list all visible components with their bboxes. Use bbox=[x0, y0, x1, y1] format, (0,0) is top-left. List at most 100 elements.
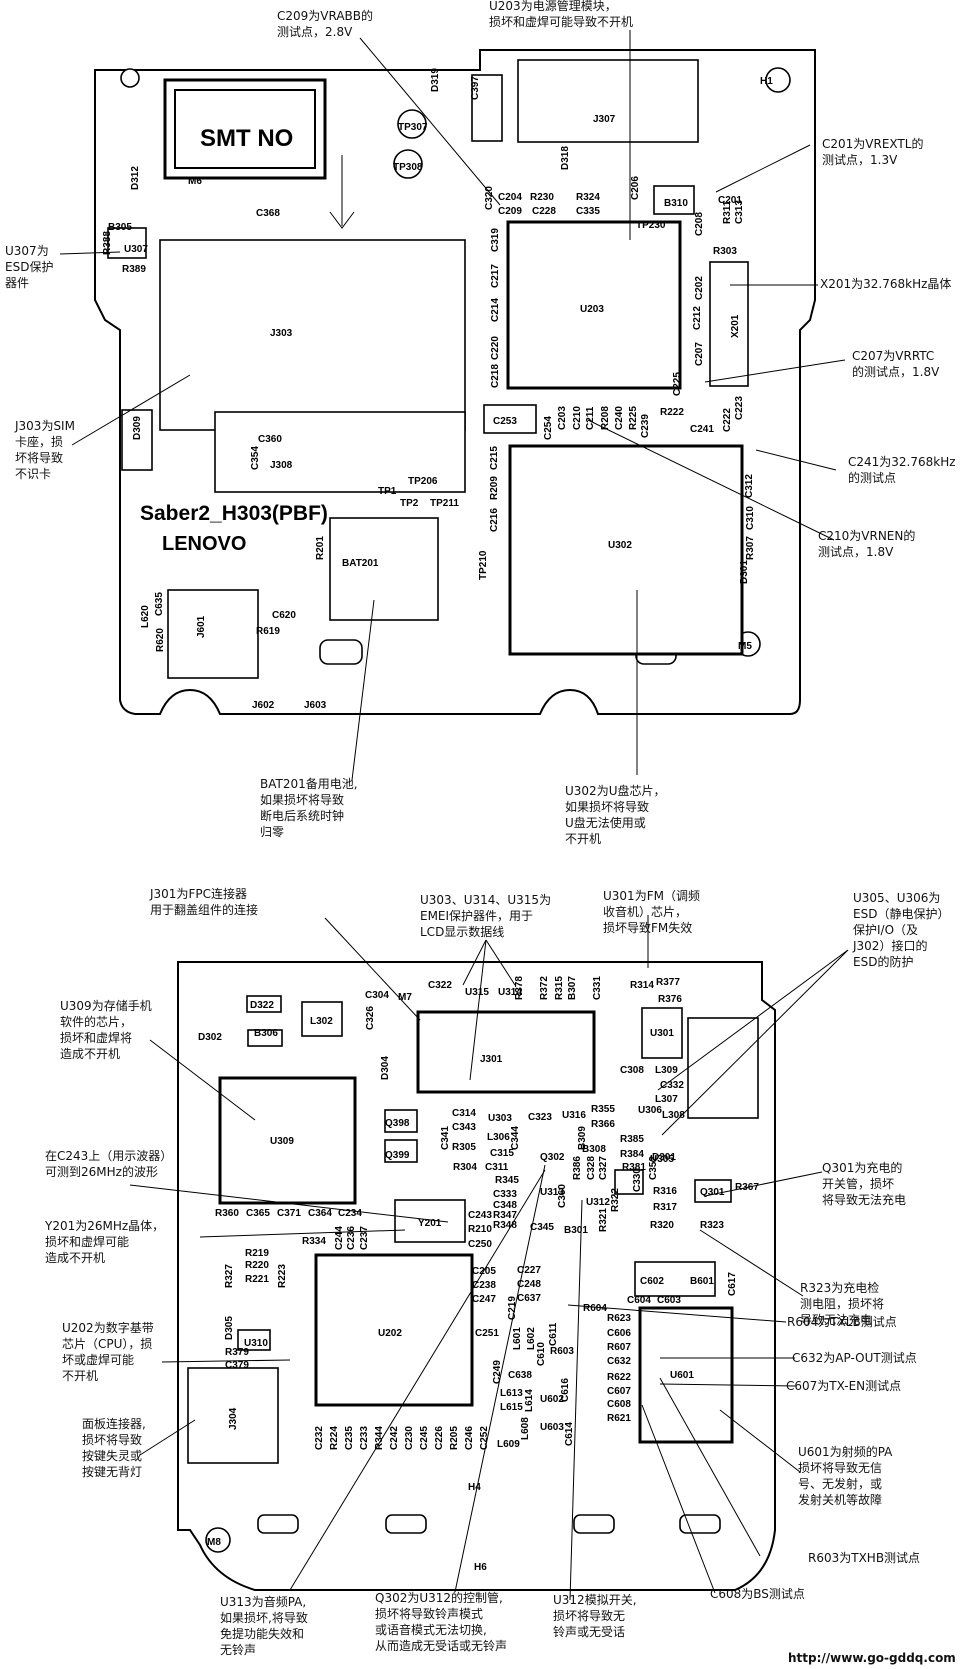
X201-crystal bbox=[709, 261, 749, 387]
component-label-r619: R619 bbox=[256, 626, 280, 637]
component-label-c206: C206 bbox=[630, 176, 641, 200]
component-label-c620: C620 bbox=[272, 610, 296, 621]
annotation-line: ESD保护 bbox=[5, 260, 53, 274]
component-label-c635: C635 bbox=[154, 592, 165, 616]
component-label-j303: J303 bbox=[270, 328, 293, 339]
component-label-l614: L614 bbox=[524, 1389, 535, 1412]
component-label-u301: U301 bbox=[650, 1028, 674, 1039]
component-label-tp307: TP307 bbox=[398, 122, 428, 133]
component-label-r303: R303 bbox=[713, 246, 737, 257]
component-label-j308: J308 bbox=[270, 460, 293, 471]
component-label-r355: R355 bbox=[591, 1104, 615, 1115]
annotation-line: 按键无背灯 bbox=[82, 1465, 142, 1479]
component-label-j307: J307 bbox=[593, 114, 616, 125]
annotation-line: 测试点，2.8V bbox=[277, 24, 353, 39]
component-label-c211: C211 bbox=[585, 406, 596, 430]
annotation-layer: C209为VRABB的测试点，2.8VU203为电源管理模块，损坏和虚焊可能导致… bbox=[5, 0, 956, 1657]
component-label-c203: C203 bbox=[557, 406, 568, 430]
annotation-line: U307为 bbox=[5, 244, 49, 258]
U203-pmu-chip bbox=[506, 220, 682, 390]
annotation-line: U301为FM（调频 bbox=[603, 889, 700, 903]
component-label-r311: R311 bbox=[722, 200, 733, 224]
annotation-line: U313为音频PA, bbox=[220, 1594, 306, 1609]
component-label-u202: U202 bbox=[378, 1328, 402, 1339]
component-label-h4: H4 bbox=[468, 1482, 481, 1493]
component-label-r360: R360 bbox=[215, 1208, 239, 1219]
component-label-r621: R621 bbox=[607, 1413, 631, 1424]
component-label-c637: C637 bbox=[517, 1293, 541, 1304]
component-label-l602: L602 bbox=[526, 1327, 537, 1350]
component-label-r323: R323 bbox=[700, 1220, 724, 1231]
annotation-line: 损坏将导致 bbox=[82, 1433, 142, 1447]
J307-outline bbox=[517, 59, 699, 143]
component-label-m5: M5 bbox=[738, 641, 752, 652]
annotation-line: R604为TXLB测试点 bbox=[787, 1314, 897, 1329]
component-label-c241: C241 bbox=[690, 424, 714, 435]
component-label-l306: L306 bbox=[487, 1132, 510, 1143]
component-label-u307: U307 bbox=[124, 244, 148, 255]
component-label-c313: C313 bbox=[734, 200, 745, 224]
annotation-line: 铃声或无受话 bbox=[553, 1624, 625, 1639]
component-label-c331: C331 bbox=[592, 976, 603, 1000]
component-label-l307: L307 bbox=[655, 1094, 678, 1105]
BAT201-battery bbox=[329, 517, 439, 621]
component-label-c354: C354 bbox=[250, 446, 261, 470]
component-label-c315: C315 bbox=[490, 1148, 514, 1159]
component-label-r208: R208 bbox=[600, 406, 611, 430]
annotation-b14: 面板连接器,损坏将导致按键失灵或按键无背灯 bbox=[82, 1416, 146, 1479]
component-label-tp211: TP211 bbox=[430, 498, 459, 509]
annotation-line: 在C243上（用示波器） bbox=[45, 1149, 172, 1163]
component-label-r230: R230 bbox=[530, 192, 554, 203]
annotation-line: 损坏将导致铃声模式 bbox=[375, 1606, 483, 1621]
component-label-b307: B307 bbox=[567, 976, 578, 1000]
component-label-c240: C240 bbox=[614, 406, 625, 430]
annotation-b17: C608为BS测试点 bbox=[710, 1586, 805, 1601]
component-label-c638: C638 bbox=[508, 1370, 532, 1381]
annotation-line: U309为存储手机 bbox=[60, 998, 152, 1013]
component-label-c365: C365 bbox=[246, 1208, 270, 1219]
component-label-c343: C343 bbox=[452, 1122, 476, 1133]
component-label-c235: C235 bbox=[344, 1426, 355, 1450]
component-label-m7: M7 bbox=[398, 992, 412, 1003]
component-label-r604: R604 bbox=[583, 1303, 607, 1314]
annotation-b2: J301为FPC连接器用于翻盖组件的连接 bbox=[149, 886, 258, 917]
mount-hole bbox=[765, 67, 791, 93]
annotation-line: Q301为充电的 bbox=[822, 1160, 902, 1175]
component-label-c251: C251 bbox=[475, 1328, 499, 1339]
component-label-c323: C323 bbox=[528, 1112, 552, 1123]
annotation-line: 器件 bbox=[5, 276, 29, 290]
annotation-line: C209为VRABB的 bbox=[277, 8, 373, 23]
component-label-d304: D304 bbox=[380, 1056, 391, 1080]
U202-cpu-chip bbox=[314, 1253, 474, 1407]
component-label-r201: R201 bbox=[315, 536, 326, 560]
component-label-c607: C607 bbox=[607, 1386, 631, 1397]
component-label-c320: C320 bbox=[484, 186, 495, 210]
C397-outline bbox=[471, 74, 503, 142]
annotation-line: 如果损坏将导致 bbox=[565, 799, 649, 814]
component-label-c215: C215 bbox=[489, 446, 500, 470]
annotation-line: U盘无法使用或 bbox=[565, 815, 646, 830]
component-label-q301: Q301 bbox=[700, 1187, 725, 1198]
component-label-r377: R377 bbox=[656, 977, 680, 988]
component-label-b305: B305 bbox=[108, 222, 132, 233]
component-label-c245: C245 bbox=[419, 1426, 430, 1450]
component-label-c249: C249 bbox=[492, 1360, 503, 1384]
component-label-c234: C234 bbox=[338, 1208, 362, 1219]
component-label-c312: C312 bbox=[744, 474, 755, 498]
annotation-line: 不开机 bbox=[565, 832, 601, 846]
footer-url[interactable]: http://www.go-gddq.com bbox=[788, 1651, 956, 1665]
U601-pa-chip bbox=[638, 1306, 734, 1444]
annotation-line: 芯片（CPU），损 bbox=[62, 1337, 152, 1351]
annotation-line: 开关管，损坏 bbox=[822, 1176, 894, 1191]
component-label-l608: L608 bbox=[520, 1417, 531, 1440]
component-label-u306: U306 bbox=[638, 1105, 662, 1116]
J601-outline bbox=[167, 589, 259, 679]
component-label-tp230: TP230 bbox=[636, 220, 666, 231]
component-label-c209: C209 bbox=[498, 206, 522, 217]
component-label-c233: C233 bbox=[359, 1426, 370, 1450]
component-label-r620: R620 bbox=[155, 628, 166, 652]
component-label-d301: D301 bbox=[739, 560, 750, 584]
component-label-r320: R320 bbox=[650, 1220, 674, 1231]
